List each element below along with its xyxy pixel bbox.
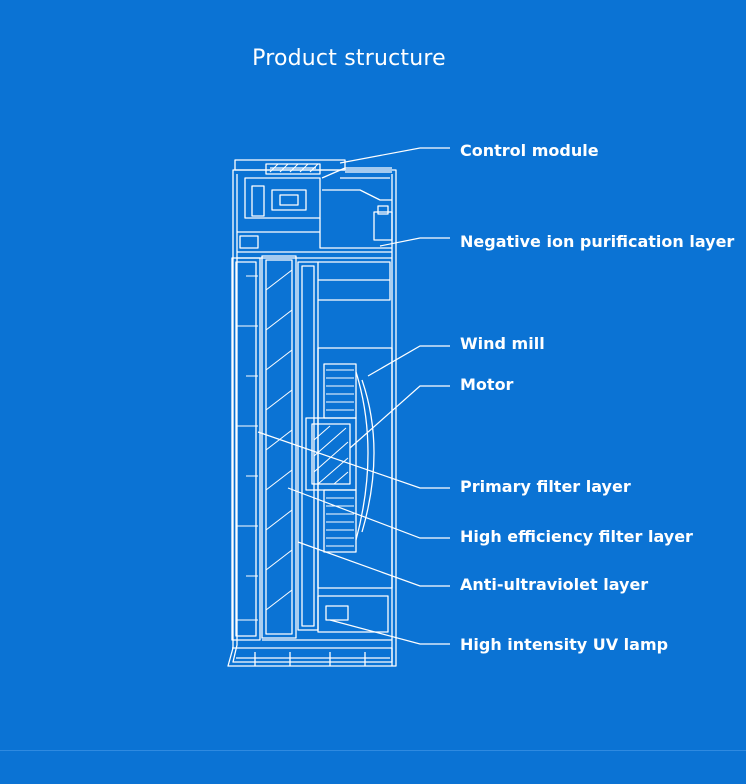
label-control-module: Control module [460, 141, 599, 160]
bottom-divider [0, 750, 746, 751]
leader-primary-filter [257, 431, 450, 489]
label-high-efficiency-filter-layer: High efficiency filter layer [460, 527, 693, 546]
leader-high-efficiency [287, 487, 450, 539]
leader-anti-uv [297, 541, 450, 587]
leader-motor [349, 385, 450, 449]
page-title: Product structure [252, 46, 446, 71]
leader-negative-ion [379, 237, 450, 247]
leader-control-module [339, 147, 450, 164]
label-negative-ion-purification-layer: Negative ion purification layer [460, 232, 735, 251]
label-primary-filter-layer: Primary filter layer [460, 477, 631, 496]
leader-wind-mill [367, 345, 450, 377]
label-motor: Motor [460, 375, 514, 394]
label-wind-mill: Wind mill [460, 334, 545, 353]
label-anti-ultraviolet-layer: Anti-ultraviolet layer [460, 575, 649, 594]
leader-uv-lamp [329, 619, 450, 645]
label-high-intensity-uv-lamp: High intensity UV lamp [460, 635, 669, 654]
